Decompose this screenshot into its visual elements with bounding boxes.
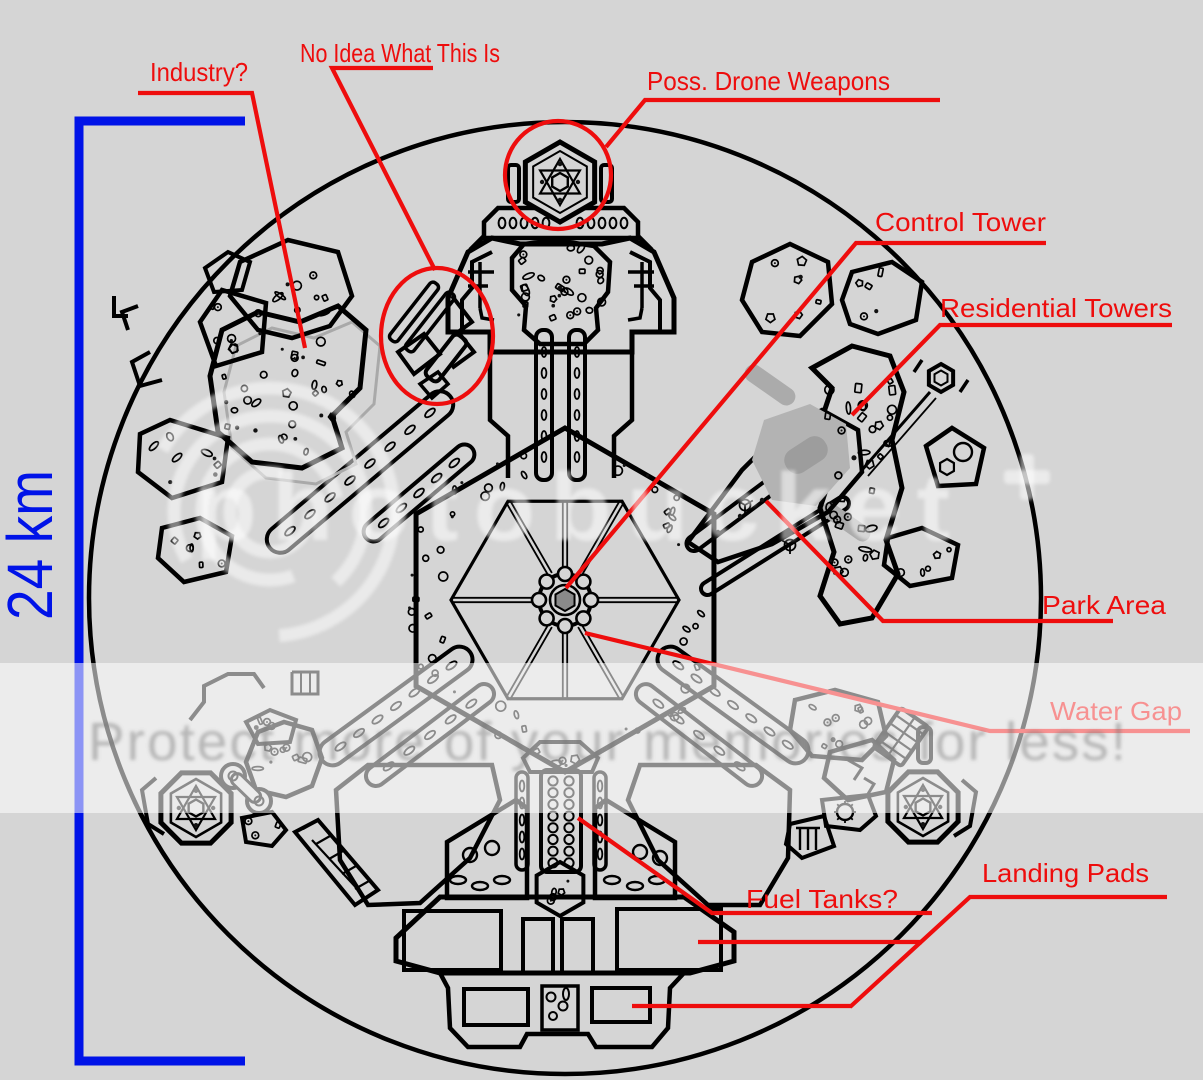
- propeller-icon: [781, 538, 799, 554]
- scale-bar: 24 km: [0, 116, 245, 1066]
- debris-field: [764, 255, 822, 324]
- photobucket-plus-icon: [1004, 454, 1050, 500]
- corridor: [698, 494, 852, 598]
- watermark-band: [0, 663, 1203, 813]
- debris-field: [209, 302, 263, 355]
- label-fuel-tanks: Fuel Tanks?: [746, 884, 898, 914]
- scale-label: 24 km: [0, 470, 66, 620]
- debris-field: [272, 271, 331, 317]
- pointer-control-tower: [564, 240, 1046, 590]
- pointer-park-area: [764, 499, 1113, 624]
- debris-field: [854, 267, 885, 321]
- pointer-industry: [138, 90, 308, 349]
- hexagram-icon: [538, 156, 582, 208]
- debris-field: [896, 546, 952, 578]
- watermark-brand-text: photobucket: [195, 454, 965, 561]
- debris-field: [546, 879, 570, 905]
- hub-park-debris: [407, 452, 706, 740]
- pointer-no-idea: [328, 65, 437, 271]
- scale-bracket: [74, 116, 245, 1066]
- label-drone-weapons: Poss. Drone Weapons: [647, 66, 890, 96]
- annotation-circle-unknown-object: [378, 265, 496, 407]
- pointer-residential: [850, 322, 1172, 417]
- label-residential-towers: Residential Towers: [940, 293, 1172, 323]
- propeller-icon: [736, 498, 754, 514]
- debris-field: [244, 816, 282, 840]
- watermark-photobucket: photobucket: [139, 381, 1050, 643]
- top-arm: [445, 139, 677, 482]
- watermark-banner: Protect more of your memories for less!: [88, 712, 1128, 772]
- label-no-idea: No Idea What This Is: [300, 38, 500, 68]
- label-industry: Industry?: [150, 57, 248, 87]
- pointer-fuel-tanks: [576, 816, 932, 916]
- label-landing-pads: Landing Pads: [982, 858, 1149, 888]
- landing-pads: [402, 907, 723, 1027]
- photobucket-swirl-icon: [139, 381, 401, 643]
- pointer-landing-pads: [632, 894, 1167, 1009]
- debris-field: [823, 377, 898, 578]
- label-park-area: Park Area: [1042, 590, 1167, 620]
- upper-right-arm: [684, 241, 987, 627]
- label-control-tower: Control Tower: [875, 207, 1046, 237]
- pointer-drone-weapons: [604, 97, 940, 149]
- annotation-circle-drone-weapons: [502, 118, 614, 232]
- debris-field: [517, 243, 607, 322]
- unknown-object: [387, 280, 477, 401]
